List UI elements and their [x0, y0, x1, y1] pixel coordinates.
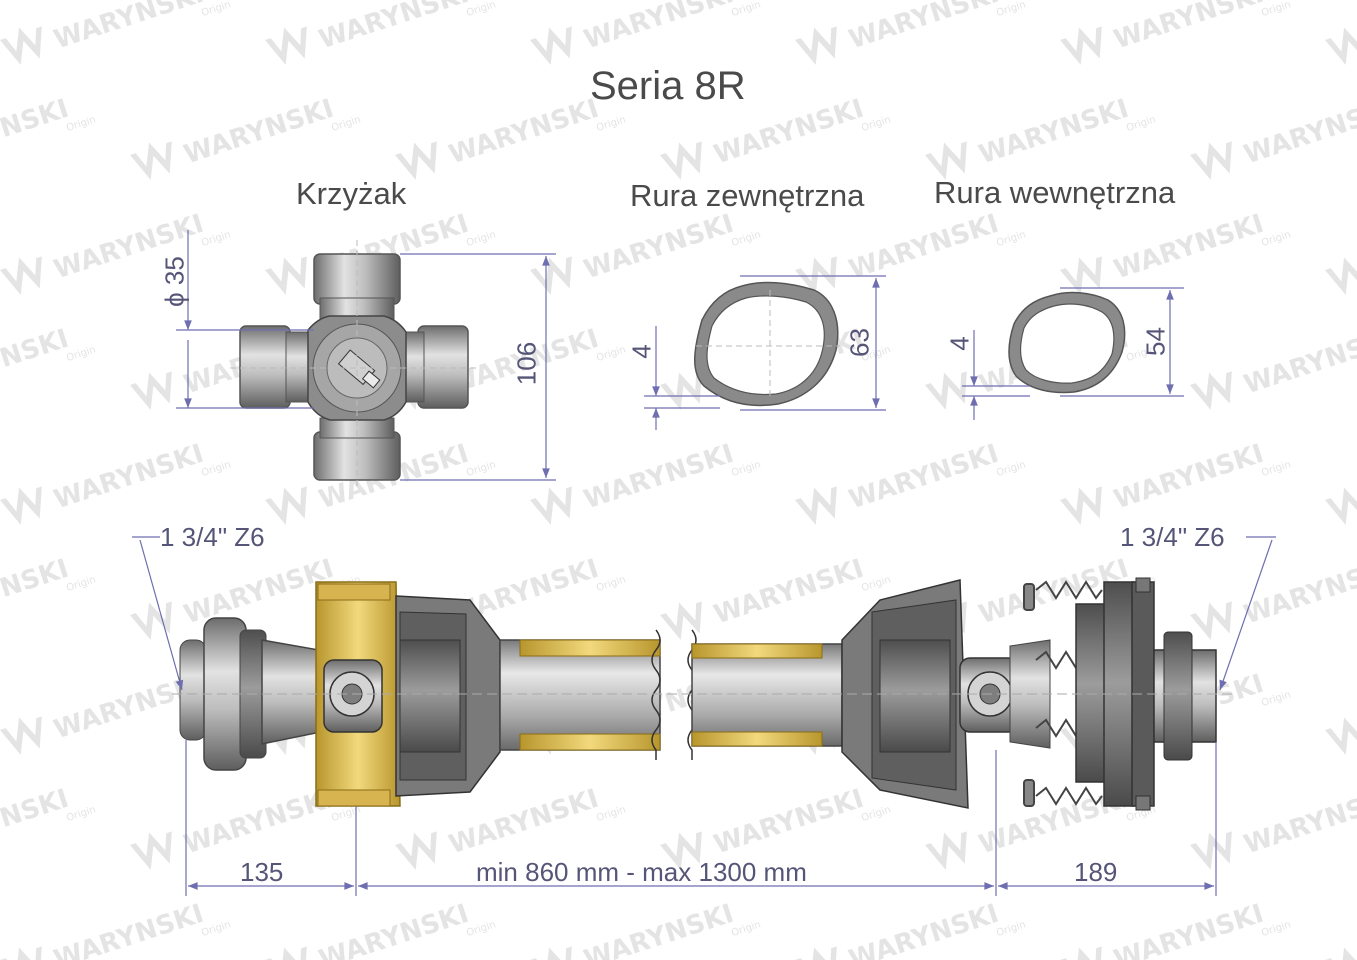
watermark-logo-icon — [0, 716, 42, 755]
watermark-logo-icon — [1190, 831, 1232, 870]
spline-left-label: 1 3/4" Z6 — [160, 522, 265, 552]
section-title-cross: Krzyżak — [296, 176, 407, 211]
watermark-logo-icon — [660, 141, 702, 180]
inner-tube-size-label: 54 — [1140, 327, 1171, 356]
cross-diameter-label: ϕ 35 — [159, 256, 190, 307]
watermark-logo-icon — [1060, 486, 1102, 525]
watermark-logo-icon — [925, 831, 967, 870]
watermark-logo-icon — [925, 371, 967, 410]
watermark-logo-icon — [0, 26, 42, 65]
watermark-logo-icon — [660, 831, 702, 870]
watermark-logo-icon — [130, 371, 172, 410]
watermark-logo-icon — [795, 26, 837, 65]
watermark-logo-icon — [1190, 141, 1232, 180]
watermark-logo-icon — [265, 486, 307, 525]
shaft-dimension-lines — [132, 536, 1276, 896]
watermark-logo-icon — [1325, 486, 1357, 525]
outer-tube-profile — [694, 281, 840, 407]
right-length-label: 189 — [1074, 857, 1118, 887]
watermark-logo-icon — [530, 26, 572, 65]
watermark-logo-icon — [0, 486, 42, 525]
watermark-logo-icon — [1190, 371, 1232, 410]
inner-tube-wall-label: 4 — [944, 336, 975, 351]
watermark-logo-icon — [1190, 601, 1232, 640]
watermark-logo-icon — [660, 371, 702, 410]
middle-length-label: min 860 mm - max 1300 mm — [476, 857, 807, 887]
watermark-logo-icon — [660, 601, 702, 640]
cross-length-label: 106 — [511, 341, 542, 386]
watermark-logo-icon — [0, 256, 42, 295]
spline-right-label: 1 3/4" Z6 — [1120, 522, 1225, 552]
watermark-logo-icon — [1325, 716, 1357, 755]
outer-tube-size-label: 63 — [844, 328, 875, 357]
page-title: Seria 8R — [590, 64, 746, 108]
watermark-logo-icon — [130, 141, 172, 180]
shaft-assembly — [172, 577, 1232, 811]
cross-dimension-lines — [176, 230, 556, 481]
inner-tube-profile — [1008, 291, 1126, 394]
watermark-logo-icon — [1060, 26, 1102, 65]
watermark-logo-icon — [265, 256, 307, 295]
watermark-logo-icon — [265, 26, 307, 65]
watermark-logo-icon — [1325, 26, 1357, 65]
outer-tube-dimension-lines — [644, 275, 886, 430]
watermark-logo-icon — [530, 256, 572, 295]
watermark-logo-icon — [1325, 256, 1357, 295]
section-title-outer-tube: Rura zewnętrzna — [630, 178, 865, 213]
inner-tube-dimension-lines — [962, 287, 1184, 420]
watermark-logo-icon — [795, 486, 837, 525]
watermark-logo-icon — [395, 141, 437, 180]
watermark-logo-icon — [1060, 256, 1102, 295]
watermark-logo-icon — [130, 831, 172, 870]
watermark-logo-icon — [925, 141, 967, 180]
watermark-logo-icon — [130, 601, 172, 640]
outer-tube-wall-label: 4 — [626, 344, 657, 359]
left-length-label: 135 — [240, 857, 284, 887]
cross-joint-drawing — [230, 240, 480, 490]
watermark-logo-icon — [395, 831, 437, 870]
watermark-logo-icon — [530, 486, 572, 525]
section-title-inner-tube: Rura wewnętrzna — [934, 175, 1176, 210]
